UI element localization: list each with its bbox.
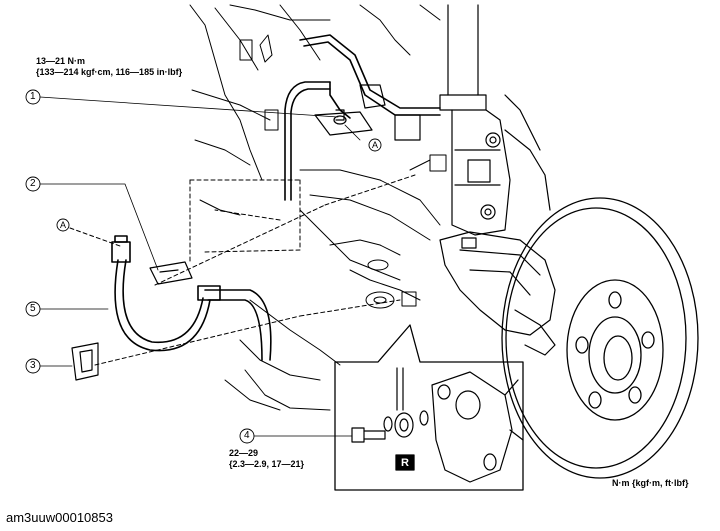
torque-bolt-line2: {2.3—2.9, 17—21}: [229, 459, 305, 469]
inset-r-box: [334, 324, 524, 491]
callout-circle-1: [25, 89, 41, 105]
callout-label-2: 2: [30, 178, 36, 189]
frame-bolts: [401, 154, 447, 307]
ref-label-a-left: A: [60, 220, 67, 230]
strut-icon: [439, 4, 551, 236]
callout-label-5: 5: [30, 303, 36, 314]
clip-icon: [71, 342, 99, 381]
callout-circle-2: [25, 176, 41, 192]
torque-spec-top: 13—21 N·m {133—214 kgf·cm, 116—185 in·lb…: [36, 56, 182, 78]
clip-icon: [149, 261, 193, 285]
copper-washer-icon: [383, 410, 429, 432]
flexible-hose: [111, 235, 272, 361]
inset-caliper: [431, 371, 524, 483]
ref-label-r: R: [401, 457, 409, 469]
figure-code: am3uuw00010853: [6, 510, 113, 525]
bracket-icon: [314, 84, 421, 141]
callout-circles: [25, 89, 382, 444]
torque-bolt-line1: 22—29: [229, 448, 259, 458]
callout-circle-4: [239, 428, 255, 444]
caliper-icon: [439, 231, 556, 356]
body-structure: [189, 4, 441, 411]
callout-label-3: 3: [30, 360, 36, 371]
callout-leaders: [39, 96, 361, 437]
ref-circle-a-left: [56, 218, 70, 232]
dashed-locator-lines: [69, 174, 416, 366]
torque-top-line2: {133—214 kgf·cm, 116—185 in·lbf}: [36, 67, 183, 77]
unit-note: N·m {kgf·m, ft·lbf}: [612, 478, 689, 488]
callout-circle-3: [25, 358, 41, 374]
callout-circle-5: [25, 301, 41, 317]
ref-circle-a-top: [368, 138, 382, 152]
callout-label-1: 1: [30, 91, 36, 102]
callout-label-4: 4: [244, 430, 250, 441]
banjo-bolt-icon: [351, 367, 414, 443]
torque-spec-bolt: 22—29 {2.3—2.9, 17—21}: [229, 448, 304, 470]
torque-top-line1: 13—21 N·m: [36, 56, 86, 66]
brake-disc-icon: [501, 197, 699, 479]
ref-label-a-top: A: [372, 140, 379, 150]
